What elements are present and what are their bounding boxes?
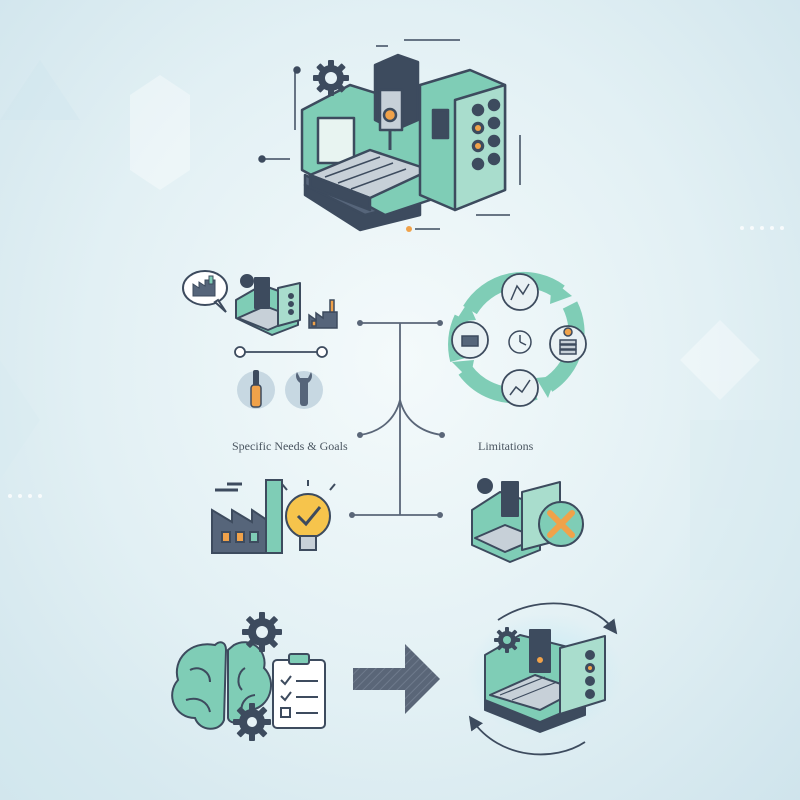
connector-tree bbox=[352, 322, 443, 516]
limited-cnc-machine-icon bbox=[471, 478, 561, 563]
limitations-label: Limitations bbox=[478, 439, 534, 453]
cross-icon bbox=[538, 501, 584, 547]
connector-dots bbox=[349, 320, 445, 518]
gear-icon bbox=[494, 627, 520, 653]
circular-arrows bbox=[468, 602, 618, 756]
background-decoration bbox=[0, 60, 800, 800]
wrench-icon bbox=[285, 371, 323, 409]
gear-icon bbox=[242, 612, 282, 652]
factory-icon bbox=[211, 479, 283, 554]
lightbulb-check-icon bbox=[281, 480, 336, 551]
cnc-machine-icon bbox=[300, 53, 507, 232]
small-cnc-machine-icon bbox=[235, 274, 301, 336]
speech-bubble-factory-icon bbox=[182, 270, 228, 313]
cycle-icon bbox=[448, 271, 587, 407]
gear-icon bbox=[313, 60, 349, 96]
brain-icon bbox=[171, 641, 273, 730]
right-arrow-icon bbox=[353, 644, 440, 714]
motion-lines bbox=[258, 39, 521, 232]
needs-goals-label: Specific Needs & Goals bbox=[232, 439, 348, 453]
slider-connector bbox=[234, 346, 328, 358]
screwdriver-icon bbox=[237, 370, 275, 409]
checklist-icon bbox=[272, 653, 326, 729]
background-dots bbox=[8, 226, 784, 498]
small-factory-icon bbox=[308, 299, 338, 329]
optimized-cnc-machine-icon bbox=[484, 629, 606, 733]
gear-icon bbox=[233, 703, 271, 741]
